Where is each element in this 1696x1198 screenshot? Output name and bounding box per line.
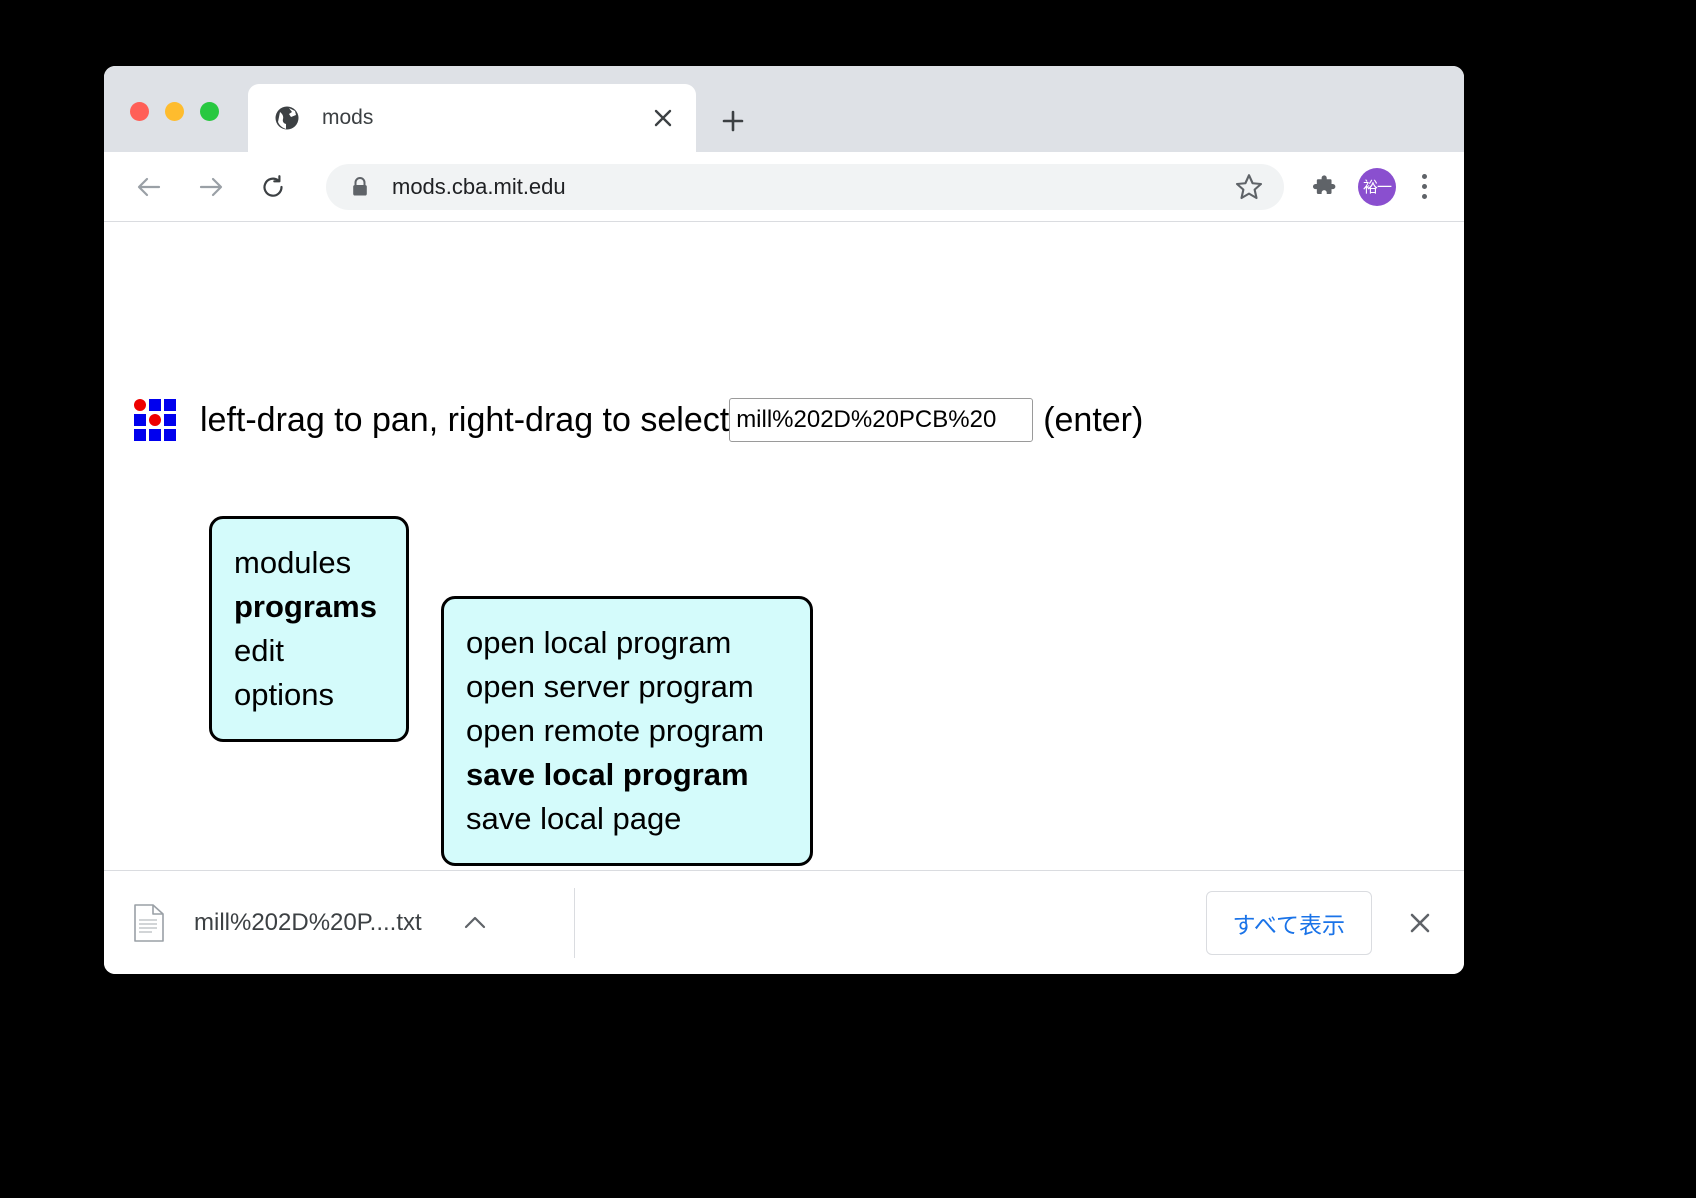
mods-programs-menu-panel: open local program open server program o…: [441, 596, 813, 867]
window-maximize-button[interactable]: [200, 102, 219, 121]
mods-logo-icon: [134, 399, 176, 441]
page-instruction-text: left-drag to pan, right-drag to select: [200, 400, 730, 439]
globe-icon: [274, 105, 300, 131]
enter-hint-label: (enter): [1043, 400, 1144, 439]
avatar[interactable]: 裕一: [1358, 167, 1396, 206]
download-shelf-divider: [573, 887, 575, 958]
browser-window: mods: [104, 66, 1464, 974]
tab-strip: mods: [104, 66, 1464, 152]
reload-icon[interactable]: [250, 164, 296, 210]
menu-item-save-local-page[interactable]: save local page: [466, 801, 682, 837]
program-name-input[interactable]: [729, 398, 1034, 442]
lock-icon: [350, 176, 370, 198]
menu-item-modules[interactable]: modules: [234, 545, 352, 580]
page-viewport: left-drag to pan, right-drag to select (…: [104, 222, 1464, 870]
address-bar-url: mods.cba.mit.edu: [392, 173, 566, 199]
show-all-downloads-button[interactable]: すべて表示: [1205, 890, 1372, 955]
document-icon: [132, 903, 166, 943]
plus-icon[interactable]: [712, 100, 754, 142]
menu-item-open-local-program[interactable]: open local program: [466, 625, 732, 660]
menu-item-options[interactable]: options: [234, 677, 334, 713]
arrow-right-icon[interactable]: [188, 164, 234, 210]
close-icon[interactable]: [642, 97, 684, 139]
mods-main-menu-panel: modules programs edit options: [209, 516, 409, 743]
arrow-left-icon[interactable]: [126, 164, 172, 210]
browser-toolbar: mods.cba.mit.edu 裕一: [104, 152, 1464, 222]
star-icon[interactable]: [1232, 170, 1266, 204]
chevron-up-icon[interactable]: [458, 906, 492, 940]
puzzle-piece-icon[interactable]: [1302, 164, 1348, 210]
three-dots-vertical-icon[interactable]: [1404, 164, 1444, 210]
download-shelf: mill%202D%20P....txt すべて表示: [104, 870, 1464, 974]
menu-item-edit[interactable]: edit: [234, 633, 284, 669]
close-icon[interactable]: [1394, 897, 1446, 949]
address-bar[interactable]: mods.cba.mit.edu: [326, 163, 1284, 210]
menu-item-open-server-program[interactable]: open server program: [466, 669, 754, 705]
tab-mods[interactable]: mods: [248, 84, 696, 152]
window-close-button[interactable]: [130, 102, 149, 121]
window-traffic-lights: [130, 102, 219, 121]
menu-item-open-remote-program[interactable]: open remote program: [466, 713, 765, 749]
menu-item-programs[interactable]: programs: [234, 589, 377, 625]
download-file-name: mill%202D%20P....txt: [194, 908, 422, 936]
page-header: left-drag to pan, right-drag to select (…: [134, 398, 1143, 442]
tab-title: mods: [322, 106, 374, 129]
download-item[interactable]: mill%202D%20P....txt: [132, 889, 508, 957]
menu-item-save-local-program[interactable]: save local program: [466, 757, 749, 793]
window-minimize-button[interactable]: [165, 102, 184, 121]
